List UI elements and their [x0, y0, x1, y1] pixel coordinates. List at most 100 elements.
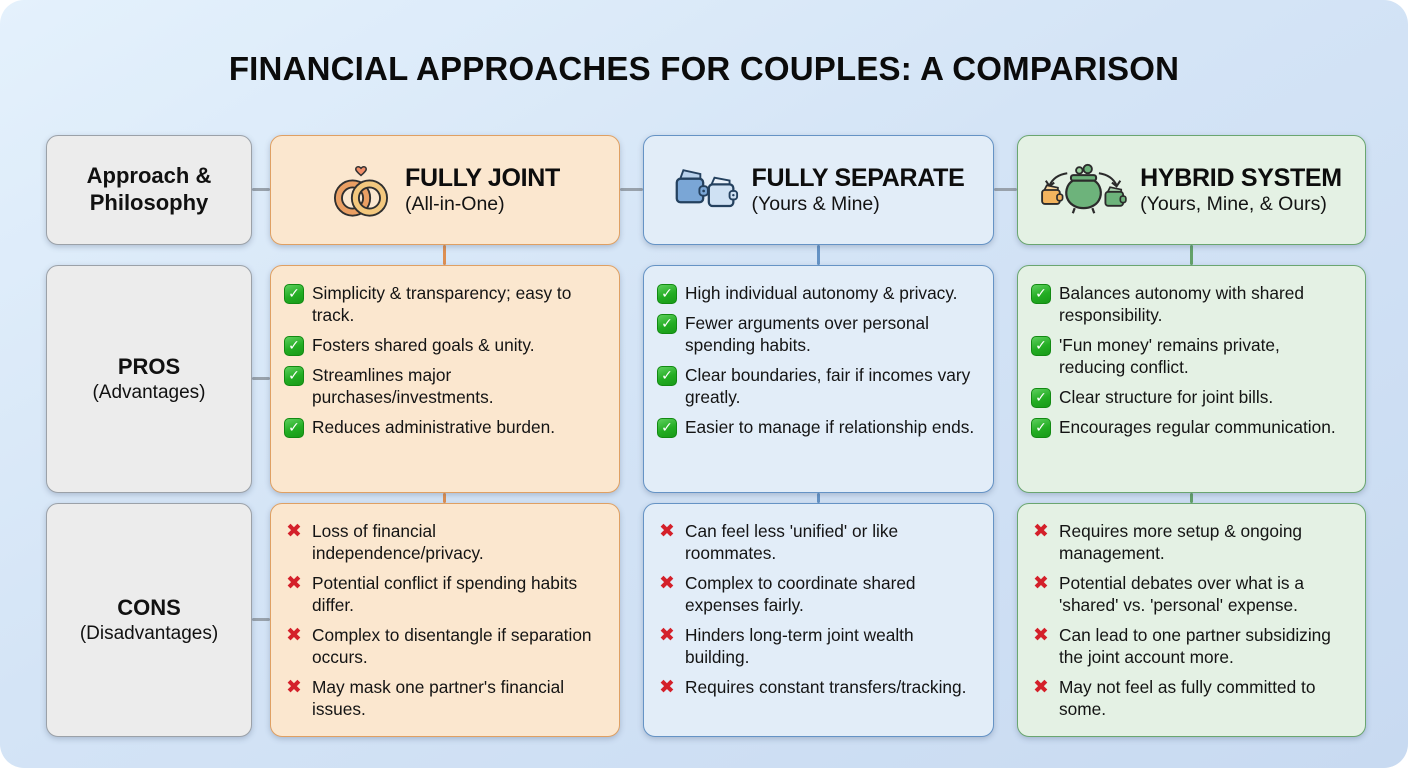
connector [620, 188, 643, 191]
pro-text: Streamlines major purchases/investments. [312, 364, 494, 407]
page-title: FINANCIAL APPROACHES FOR COUPLES: A COMP… [228, 50, 1180, 87]
list-item: Clear boundaries, fair if incomes vary g… [657, 365, 975, 409]
shared-pot-icon [1041, 163, 1127, 217]
pro-text: High individual autonomy & privacy. [685, 283, 958, 303]
list-item: May not feel as fully committed to some. [1031, 677, 1347, 721]
row-label-title: CONS [117, 594, 181, 620]
connector [443, 493, 446, 503]
cross-icon [284, 625, 304, 647]
row-label-subtitle: (Advantages) [92, 382, 206, 404]
list-item: Can feel less 'unified' or like roommate… [657, 521, 975, 565]
pro-text: Simplicity & transparency; easy to track… [312, 283, 572, 325]
column-header-fully-separate: FULLY SEPARATE (Yours & Mine) [643, 135, 994, 245]
pro-text: 'Fun money' remains private, reducing co… [1059, 334, 1280, 377]
check-icon [657, 417, 677, 438]
cross-icon [657, 573, 677, 595]
check-icon [1031, 387, 1051, 408]
column-header-hybrid-system: HYBRID SYSTEM (Yours, Mine, & Ours) [1017, 135, 1366, 245]
connector [252, 188, 270, 191]
check-icon [284, 335, 304, 356]
connector [994, 188, 1017, 191]
connector [817, 493, 820, 503]
list-item: Streamlines major purchases/investments. [284, 365, 601, 409]
list-item: Hinders long-term joint wealth building. [657, 625, 975, 669]
column-header-fully-joint: FULLY JOINT (All-in-One) [270, 135, 620, 245]
list-item: Potential conflict if spending habits di… [284, 573, 601, 617]
con-text: Requires constant transfers/tracking. [685, 676, 967, 697]
con-text: Complex to disentangle if separation occ… [312, 624, 592, 667]
check-icon [284, 365, 304, 386]
pros-list: High individual autonomy & privacy. Fewe… [644, 266, 993, 439]
row-label-subtitle: (Disadvantages) [79, 623, 219, 645]
cross-icon [1031, 625, 1051, 647]
con-text: Complex to coordinate shared expenses fa… [685, 572, 916, 615]
pros-list: Balances autonomy with shared responsibi… [1018, 266, 1365, 439]
con-text: May not feel as fully committed to some. [1059, 676, 1316, 719]
column-subtitle: (Yours, Mine, & Ours) [1140, 193, 1327, 215]
row-label-cons: CONS (Disadvantages) [46, 503, 252, 737]
row-label-approach: Approach & Philosophy [46, 135, 252, 245]
con-text: Potential conflict if spending habits di… [312, 572, 578, 615]
check-icon [657, 313, 677, 334]
list-item: Encourages regular communication. [1031, 417, 1347, 439]
list-item: Loss of financial independence/privacy. [284, 521, 601, 565]
pro-text: Reduces administrative burden. [312, 416, 556, 437]
pro-text: Clear structure for joint bills. [1059, 386, 1274, 407]
pros-list: Simplicity & transparency; easy to track… [271, 266, 619, 439]
cons-hybrid-system: Requires more setup & ongoing management… [1017, 503, 1366, 737]
list-item: 'Fun money' remains private, reducing co… [1031, 335, 1347, 379]
cons-list: Loss of financial independence/privacy. … [271, 504, 619, 721]
pro-text: Clear boundaries, fair if incomes vary g… [685, 364, 971, 407]
list-item: High individual autonomy & privacy. [657, 283, 975, 305]
pros-hybrid-system: Balances autonomy with shared responsibi… [1017, 265, 1366, 493]
cons-fully-joint: Loss of financial independence/privacy. … [270, 503, 620, 737]
wedding-rings-icon [330, 164, 392, 217]
row-label-title: PROS [117, 353, 181, 379]
list-item: Balances autonomy with shared responsibi… [1031, 283, 1347, 327]
list-item: Potential debates over what is a 'shared… [1031, 573, 1347, 617]
list-item: Complex to coordinate shared expenses fa… [657, 573, 975, 617]
check-icon [657, 365, 677, 386]
cross-icon [1031, 677, 1051, 699]
con-text: Loss of financial independence/privacy. [312, 521, 484, 563]
two-wallets-icon [673, 165, 739, 215]
pro-text: Fewer arguments over personal spending h… [685, 312, 929, 355]
cons-fully-separate: Can feel less 'unified' or like roommate… [643, 503, 994, 737]
cross-icon [657, 625, 677, 647]
check-icon [1031, 335, 1051, 356]
con-text: Requires more setup & ongoing management… [1059, 521, 1303, 563]
check-icon [284, 417, 304, 438]
con-text: Can feel less 'unified' or like roommate… [685, 521, 899, 563]
list-item: Requires constant transfers/tracking. [657, 677, 975, 699]
column-title: FULLY JOINT [404, 164, 561, 192]
list-item: Complex to disentangle if separation occ… [284, 625, 601, 669]
connector [1190, 245, 1193, 265]
pros-fully-separate: High individual autonomy & privacy. Fewe… [643, 265, 994, 493]
cross-icon [284, 677, 304, 699]
con-text: May mask one partner's financial issues. [312, 676, 565, 719]
con-text: Potential debates over what is a 'shared… [1059, 572, 1304, 615]
column-title: HYBRID SYSTEM [1140, 164, 1342, 192]
con-text: Hinders long-term joint wealth building. [685, 624, 914, 667]
list-item: Requires more setup & ongoing management… [1031, 521, 1347, 565]
cross-icon [1031, 573, 1051, 595]
pro-text: Fosters shared goals & unity. [312, 334, 535, 355]
cross-icon [1031, 521, 1051, 543]
check-icon [657, 284, 677, 304]
cross-icon [657, 521, 677, 543]
check-icon [284, 284, 304, 304]
column-subtitle: (All-in-One) [404, 193, 505, 215]
check-icon [1031, 284, 1051, 304]
pro-text: Easier to manage if relationship ends. [685, 416, 975, 437]
list-item: Simplicity & transparency; easy to track… [284, 283, 601, 327]
connector [252, 618, 270, 621]
connector [817, 245, 820, 265]
cons-list: Can feel less 'unified' or like roommate… [644, 504, 993, 699]
column-subtitle: (Yours & Mine) [751, 193, 880, 215]
connector [1190, 493, 1193, 503]
pro-text: Encourages regular communication. [1059, 416, 1336, 437]
pro-text: Balances autonomy with shared responsibi… [1059, 283, 1304, 325]
list-item: Easier to manage if relationship ends. [657, 417, 975, 439]
check-icon [1031, 417, 1051, 438]
